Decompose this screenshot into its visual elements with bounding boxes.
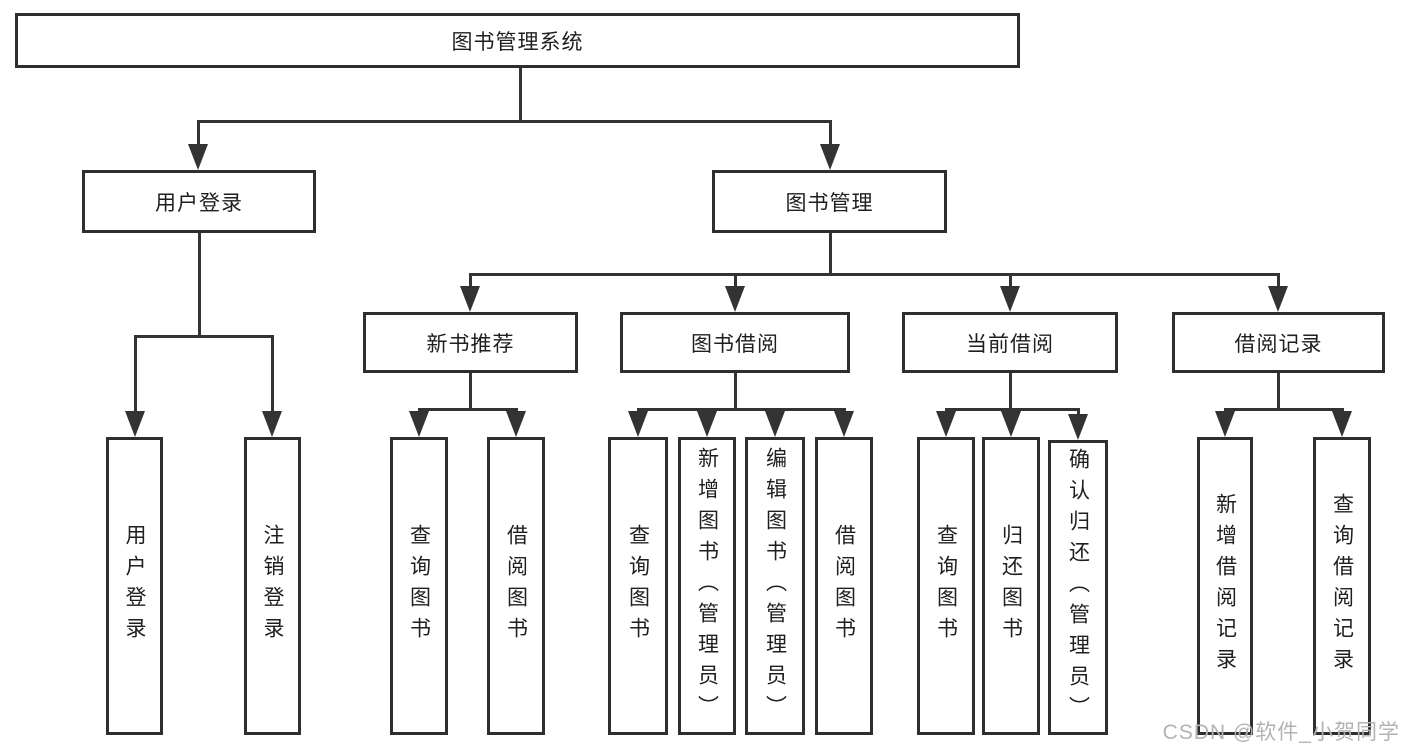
node-borrowing-records: 借阅记录: [1172, 312, 1385, 373]
arrowhead-down-icon: [460, 286, 480, 312]
arrowhead-down-icon: [936, 411, 956, 437]
connector-line: [829, 233, 832, 273]
connector-line: [469, 273, 472, 293]
connector-line: [1009, 373, 1012, 408]
arrowhead-down-icon: [834, 411, 854, 437]
node-label: 借阅记录: [1234, 332, 1323, 356]
leaf-label: 新增图书（管理员）: [695, 446, 719, 726]
node-label: 新书推荐: [426, 332, 515, 356]
leaf-user-login: 用户登录: [106, 437, 163, 735]
node-current-borrowing: 当前借阅: [902, 312, 1118, 373]
leaf-return-book: 归还图书: [982, 437, 1040, 735]
arrowhead-down-icon: [125, 411, 145, 437]
arrowhead-down-icon: [697, 411, 717, 437]
arrowhead-down-icon: [1000, 286, 1020, 312]
leaf-borrow-books-recommend: 借阅图书: [487, 437, 545, 735]
leaf-logout: 注销登录: [244, 437, 301, 735]
leaf-query-books-recommend: 查询图书: [390, 437, 448, 735]
leaf-query-books-current: 查询图书: [917, 437, 975, 735]
leaf-label: 编辑图书（管理员）: [763, 446, 787, 726]
connector-line: [829, 120, 832, 152]
leaf-label: 注销登录: [261, 524, 284, 648]
node-book-borrowing: 图书借阅: [620, 312, 850, 373]
arrowhead-down-icon: [765, 411, 785, 437]
node-label: 当前借阅: [966, 332, 1054, 356]
leaf-edit-book-admin: 编辑图书（管理员）: [745, 437, 805, 735]
arrowhead-down-icon: [820, 144, 840, 170]
node-book-management: 图书管理: [712, 170, 947, 233]
leaf-label: 确认归还（管理员）: [1066, 448, 1090, 727]
arrowhead-down-icon: [725, 286, 745, 312]
connector-line: [1277, 373, 1280, 408]
leaf-query-borrow-record: 查询借阅记录: [1313, 437, 1371, 735]
arrowhead-down-icon: [1068, 414, 1088, 440]
arrowhead-down-icon: [1001, 411, 1021, 437]
arrowhead-down-icon: [1332, 411, 1352, 437]
connector-line: [469, 273, 1280, 276]
leaf-label: 查询图书: [934, 524, 958, 648]
connector-line: [1009, 273, 1012, 293]
node-label: 图书管理: [785, 191, 874, 215]
connector-line: [1077, 408, 1080, 416]
leaf-label: 借阅图书: [832, 524, 856, 648]
csdn-watermark: CSDN @软件_小贺同学: [1162, 721, 1400, 744]
arrowhead-down-icon: [188, 144, 208, 170]
arrowhead-down-icon: [1215, 411, 1235, 437]
arrowhead-down-icon: [628, 411, 648, 437]
connector-line: [134, 335, 137, 415]
connector-line: [418, 408, 518, 411]
node-label: 图书管理系统: [451, 30, 584, 54]
connector-line: [197, 120, 832, 123]
leaf-confirm-return-admin: 确认归还（管理员）: [1048, 440, 1108, 735]
leaf-label: 查询图书: [407, 524, 431, 648]
node-new-book-recommendation: 新书推荐: [363, 312, 578, 373]
leaf-query-books-borrowing: 查询图书: [608, 437, 668, 735]
connector-line: [519, 68, 522, 120]
connector-line: [1224, 408, 1343, 411]
leaf-label: 查询借阅记录: [1330, 493, 1354, 679]
node-label: 图书借阅: [691, 332, 779, 356]
connector-line: [734, 273, 737, 293]
arrowhead-down-icon: [506, 411, 526, 437]
connector-line: [1277, 273, 1280, 293]
connector-line: [734, 373, 737, 408]
node-label: 用户登录: [155, 191, 243, 215]
leaf-label: 用户登录: [123, 524, 146, 648]
leaf-label: 查询图书: [626, 524, 650, 648]
node-user-login: 用户登录: [82, 170, 316, 233]
leaf-label: 新增借阅记录: [1213, 493, 1237, 679]
connector-line: [469, 373, 472, 408]
leaf-label: 借阅图书: [504, 524, 528, 648]
leaf-add-book-admin: 新增图书（管理员）: [678, 437, 736, 735]
leaf-add-borrow-record: 新增借阅记录: [1197, 437, 1253, 735]
leaf-borrow-books-borrowing: 借阅图书: [815, 437, 873, 735]
connector-line: [197, 120, 200, 152]
arrowhead-down-icon: [262, 411, 282, 437]
connector-line: [271, 335, 274, 415]
arrowhead-down-icon: [409, 411, 429, 437]
connector-line: [637, 408, 846, 411]
arrowhead-down-icon: [1268, 286, 1288, 312]
connector-line: [198, 233, 201, 335]
node-library-management-system: 图书管理系统: [15, 13, 1020, 68]
leaf-label: 归还图书: [999, 524, 1023, 648]
connector-line: [134, 335, 274, 338]
